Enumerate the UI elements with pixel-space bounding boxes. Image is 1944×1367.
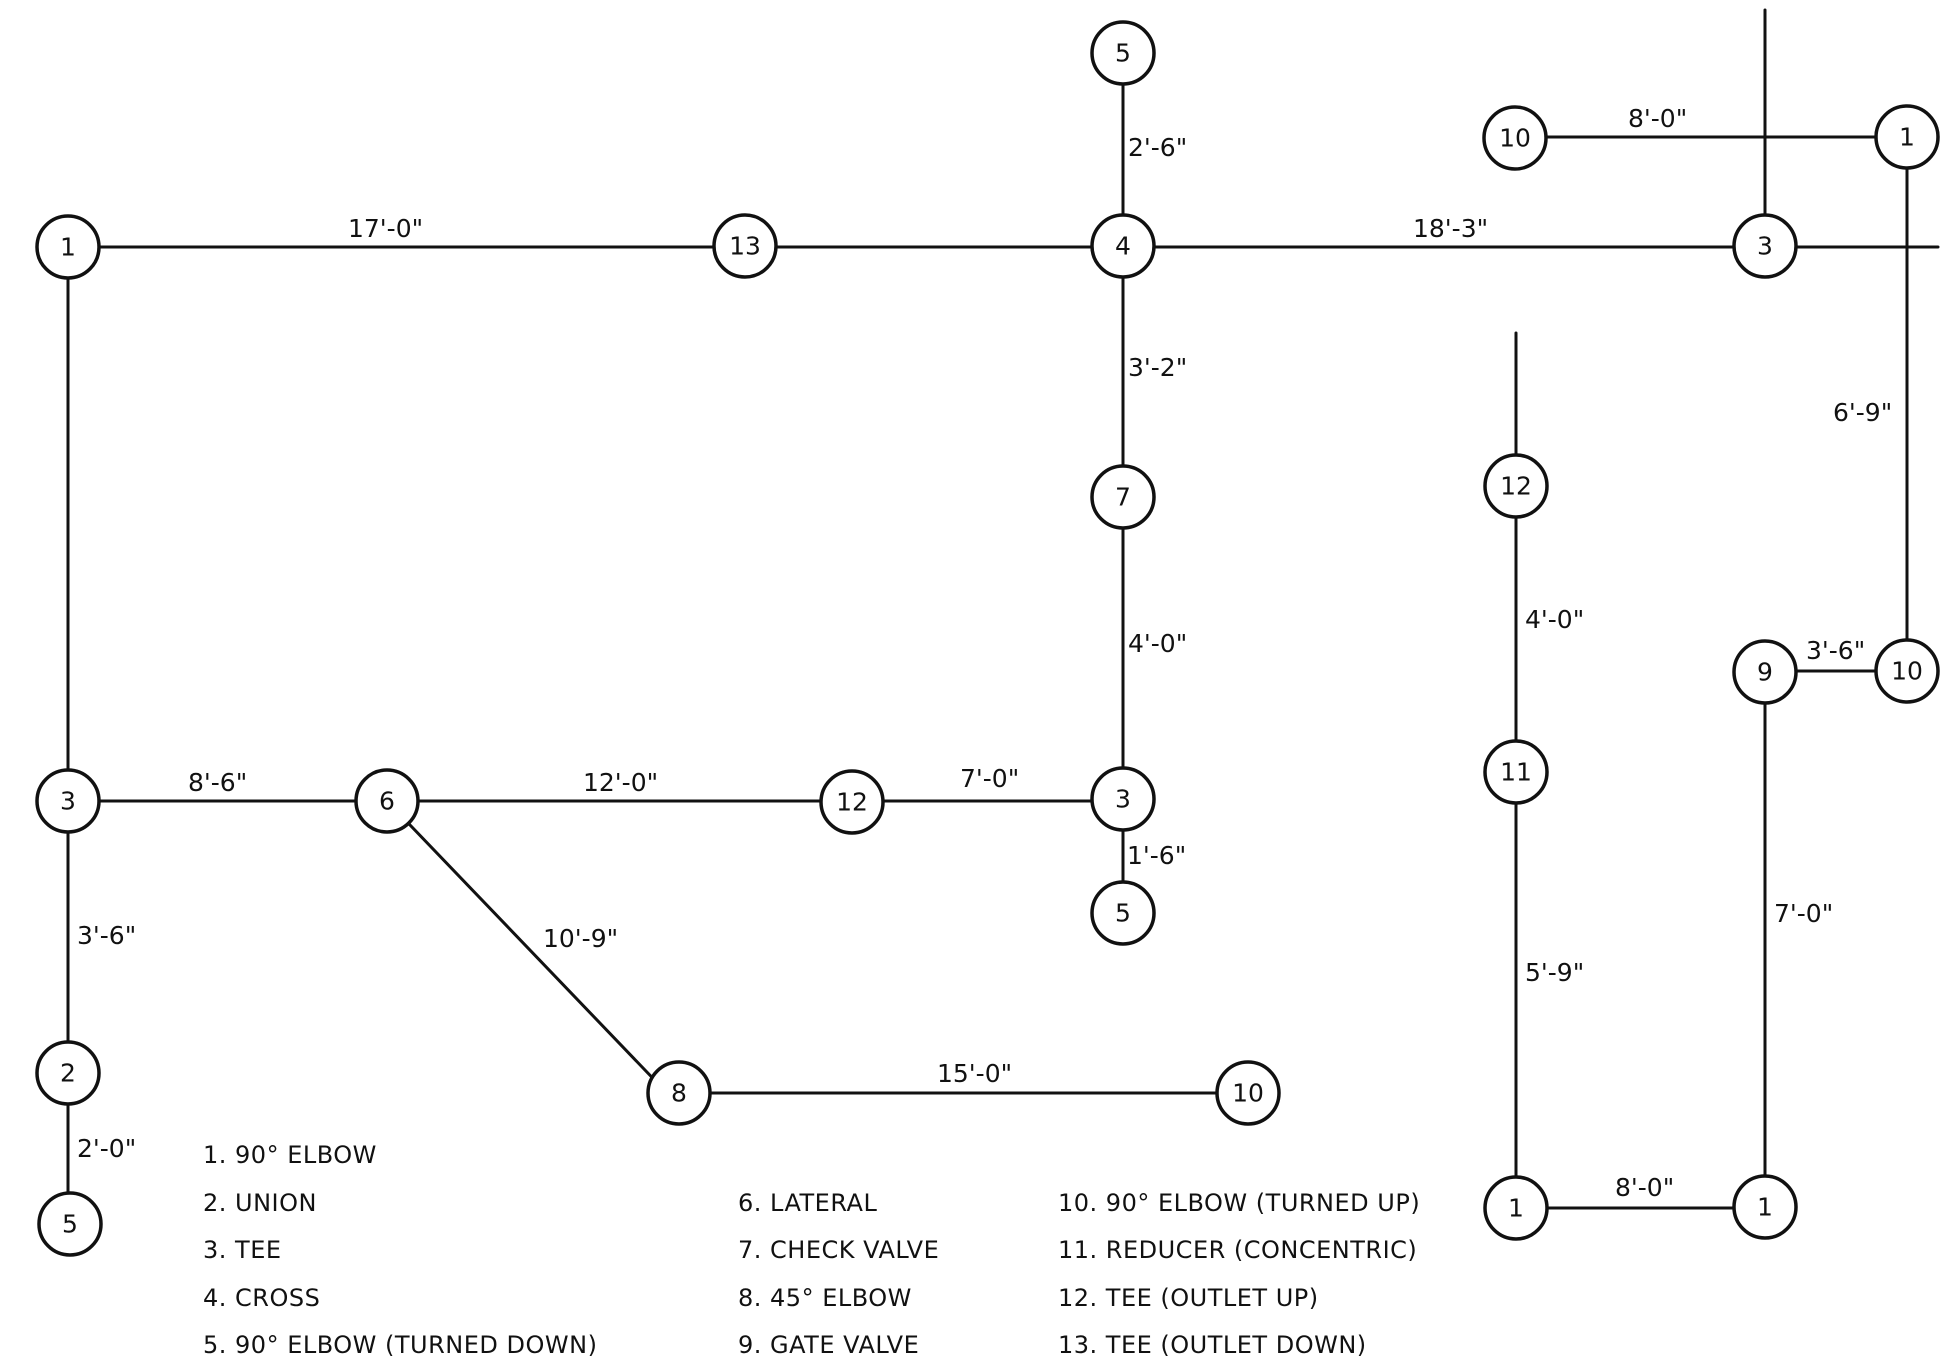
fitting-node: 3 [1732,213,1798,279]
pipe-segment [385,799,669,1095]
fitting-node: 11 [1483,739,1549,805]
fitting-node: 3 [35,768,101,834]
dimension-label: 4'-0" [1128,629,1187,658]
dimension-label: 8'-6" [188,768,247,797]
fitting-number: 10 [1499,124,1531,153]
fitting-node: 5 [1090,20,1156,86]
dimension-label: 17'-0" [348,214,423,243]
fitting-number: 4 [1115,232,1131,261]
dimension-label: 7'-0" [1774,899,1833,928]
fitting-number: 1 [1899,123,1915,152]
dimension-label: 3'-6" [77,921,136,950]
fitting-node: 13 [712,213,778,279]
dimension-label: 8'-0" [1615,1173,1674,1202]
fitting-node: 10 [1874,638,1940,704]
dimension-label: 12'-0" [583,768,658,797]
fitting-number: 12 [836,788,868,817]
fitting-number: 9 [1757,658,1773,687]
fitting-node: 9 [1732,639,1798,705]
fitting-number: 3 [60,787,76,816]
dimension-label: 4'-0" [1525,605,1584,634]
fitting-node: 10 [1215,1060,1281,1126]
legend-item: 9. GATE VALVE [738,1331,919,1359]
dimension-label: 2'-0" [77,1134,136,1163]
fitting-node: 4 [1090,213,1156,279]
dimension-label: 10'-9" [543,924,618,953]
dimension-label: 3'-6" [1806,636,1865,665]
fitting-number: 7 [1115,483,1131,512]
fitting-number: 3 [1115,785,1131,814]
fitting-node: 1 [35,214,101,280]
fitting-legend: 1. 90° ELBOW 2. UNION 3. TEE 4. CROSS 5.… [203,1141,1420,1359]
fitting-node: 8 [646,1060,712,1126]
legend-item: 10. 90° ELBOW (TURNED UP) [1058,1189,1420,1217]
fitting-node: 3 [1090,766,1156,832]
fitting-node: 1 [1483,1175,1549,1241]
dimension-label: 5'-9" [1525,958,1584,987]
legend-item: 4. CROSS [203,1284,320,1312]
fitting-number: 6 [379,787,395,816]
dimension-label: 3'-2" [1128,353,1187,382]
dimension-labels: 17'-0" 2'-6" 18'-3" 8'-0" 3'-2" 6'-9" 4'… [77,104,1892,1202]
fitting-node: 6 [354,768,420,834]
dimension-label: 2'-6" [1128,133,1187,162]
fitting-node: 5 [37,1191,103,1257]
legend-item: 12. TEE (OUTLET UP) [1058,1284,1319,1312]
fitting-number: 11 [1500,758,1532,787]
fittings: 1 13 4 5 7 3 5 12 6 3 2 [35,20,1940,1257]
fitting-number: 5 [62,1210,78,1239]
fitting-number: 2 [60,1059,76,1088]
legend-item: 6. LATERAL [738,1189,877,1217]
fitting-node: 12 [1483,453,1549,519]
dimension-label: 6'-9" [1833,398,1892,427]
legend-item: 8. 45° ELBOW [738,1284,912,1312]
legend-item: 7. CHECK VALVE [738,1236,939,1264]
legend-item: 11. REDUCER (CONCENTRIC) [1058,1236,1417,1264]
fitting-node: 5 [1090,880,1156,946]
fitting-number: 10 [1891,657,1923,686]
fitting-node: 7 [1090,464,1156,530]
legend-item: 13. TEE (OUTLET DOWN) [1058,1331,1367,1359]
legend-item: 5. 90° ELBOW (TURNED DOWN) [203,1331,597,1359]
fitting-number: 3 [1757,232,1773,261]
dimension-label: 7'-0" [960,764,1019,793]
dimension-label: 1'-6" [1127,841,1186,870]
dimension-label: 18'-3" [1413,214,1488,243]
fitting-node: 10 [1482,105,1548,171]
fitting-number: 12 [1500,472,1532,501]
fitting-node: 1 [1874,104,1940,170]
dimension-label: 8'-0" [1628,104,1687,133]
legend-item: 1. 90° ELBOW [203,1141,377,1169]
fitting-number: 5 [1115,39,1131,68]
fitting-node: 12 [819,769,885,835]
fitting-number: 1 [1508,1194,1524,1223]
fitting-node: 2 [35,1040,101,1106]
fitting-number: 1 [60,233,76,262]
pipe-segments [66,8,1940,1226]
fitting-number: 13 [729,232,761,261]
legend-item: 2. UNION [203,1189,317,1217]
fitting-number: 8 [671,1079,687,1108]
fitting-number: 1 [1757,1193,1773,1222]
fitting-node: 1 [1732,1174,1798,1240]
fitting-number: 5 [1115,899,1131,928]
fitting-number: 10 [1232,1079,1264,1108]
dimension-label: 15'-0" [937,1059,1012,1088]
legend-item: 3. TEE [203,1236,282,1264]
